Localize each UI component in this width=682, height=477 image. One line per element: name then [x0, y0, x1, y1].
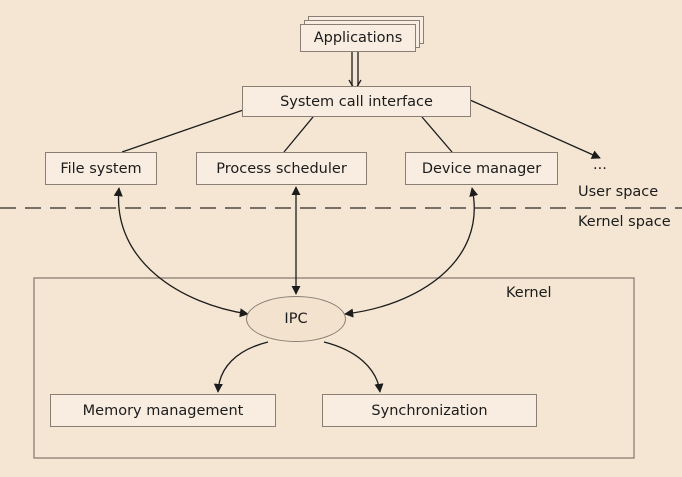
- synchronization-label: Synchronization: [371, 402, 488, 419]
- syscall-to-scheduler-line: [283, 116, 314, 153]
- file-system-box: File system: [45, 152, 157, 185]
- process-scheduler-box: Process scheduler: [196, 152, 367, 185]
- kernel-space-label: Kernel space: [578, 214, 671, 230]
- more-components-ellipsis: ...: [593, 157, 607, 173]
- ipc-node: IPC: [246, 296, 346, 342]
- devicemanager-ipc-arrow: [344, 187, 479, 318]
- memory-management-label: Memory management: [82, 402, 244, 419]
- memory-management-box: Memory management: [50, 394, 276, 427]
- ipc-to-memory-arrow: [213, 341, 269, 393]
- device-manager-box: Device manager: [405, 152, 558, 185]
- applications-label: Applications: [313, 30, 403, 46]
- ipc-to-sync-arrow: [323, 341, 384, 393]
- kernel-label: Kernel: [506, 285, 552, 301]
- process-scheduler-label: Process scheduler: [216, 160, 347, 177]
- syscall-interface-label: System call interface: [280, 93, 433, 110]
- kernel-region: [33, 277, 635, 459]
- filesystem-ipc-arrow: [113, 187, 249, 318]
- applications-box: Applications: [300, 24, 416, 52]
- syscall-interface-box: System call interface: [242, 86, 471, 117]
- synchronization-box: Synchronization: [322, 394, 537, 427]
- syscall-to-devicemanager-line: [421, 116, 453, 153]
- file-system-label: File system: [60, 160, 142, 177]
- user-space-label: User space: [578, 184, 659, 200]
- device-manager-label: Device manager: [421, 160, 542, 177]
- syscall-to-more-arrow: [469, 99, 601, 159]
- ipc-label: IPC: [284, 311, 308, 327]
